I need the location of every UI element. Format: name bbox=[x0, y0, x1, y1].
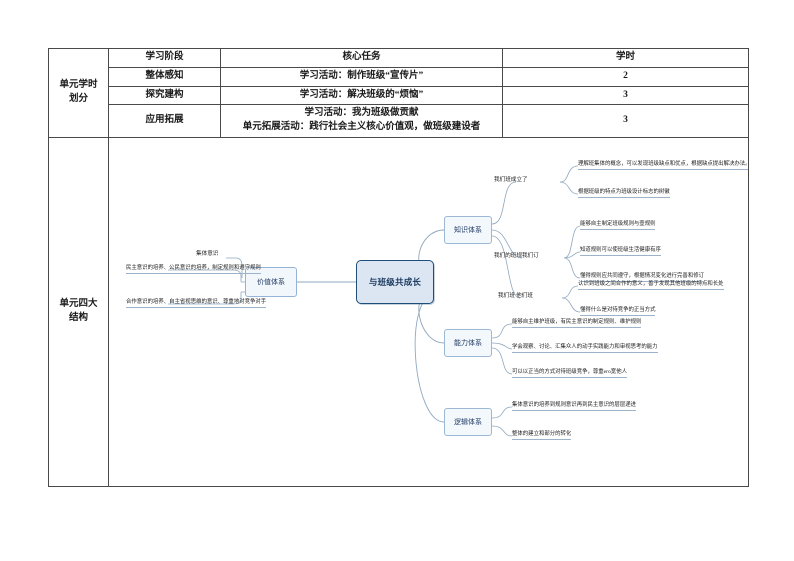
task-line: 学习活动：我为班级做贡献 bbox=[304, 108, 419, 119]
task-cell: 学习活动：我为班级做贡献 单元拓展活动：践行社会主义核心价值观，做班级建设者 bbox=[220, 104, 503, 138]
task-line: 单元拓展活动：践行社会主义核心价值观，做班级建设者 bbox=[242, 122, 481, 133]
mindmap-root-node[interactable]: 与班级共成长 bbox=[356, 260, 434, 304]
mindmap-leaf: 整体的建立和部分的转化 bbox=[512, 431, 572, 440]
mindmap-node-ability-system[interactable]: 能力体系 bbox=[444, 329, 492, 357]
table-row: 整体感知 学习活动：制作班级“宣传片” 2 bbox=[49, 66, 749, 87]
table-row: 探究建构 学习活动：解决班级的“烦恼” 3 bbox=[49, 85, 749, 106]
mindmap-leaf: 民主意识的培养、公民意识的培养，制定规则和遵守规则 bbox=[126, 265, 261, 274]
mindmap-leaf: 懂得什么是对待竞争的正当方式 bbox=[580, 307, 656, 316]
mindmap-caption-class-founded: 我们班成立了 bbox=[494, 177, 528, 183]
mindmap-leaf: 知道规则可以使班级生活健康有序 bbox=[580, 247, 661, 256]
mindmap-caption-our-class-their-class: 我们班 他们班 bbox=[498, 293, 533, 299]
header-task: 核心任务 bbox=[220, 48, 503, 68]
mindmap-leaf: 认识到班级之间合作的意义，善于发现其他班级的特点和长处 bbox=[578, 281, 724, 290]
header-stage: 学习阶段 bbox=[108, 48, 221, 68]
hours-cell: 3 bbox=[502, 104, 749, 138]
mindmap-leaf: 根据班级的特点为班级设计标志的树徽 bbox=[578, 189, 670, 198]
task-cell: 学习活动：解决班级的“烦恼” bbox=[220, 85, 503, 106]
table-structure-row: 单元四大 结构 bbox=[48, 136, 749, 487]
header-hours: 学时 bbox=[502, 48, 749, 68]
task-cell: 学习活动：制作班级“宣传片” bbox=[220, 66, 503, 87]
stage-cell: 整体感知 bbox=[108, 66, 221, 87]
mindmap-cell bbox=[108, 136, 749, 487]
mindmap-caption-class-rules: 我们的班规我们订 bbox=[494, 253, 539, 259]
stage-cell: 应用拓展 bbox=[108, 104, 221, 138]
mindmap-leaf: 集体意识的培养到规则意识再到民主意识的层层递进 bbox=[512, 402, 636, 411]
table-row: 应用拓展 学习活动：我为班级做贡献 单元拓展活动：践行社会主义核心价值观，做班级… bbox=[49, 104, 749, 138]
mindmap-connectors bbox=[168, 165, 581, 437]
mindmap-leaf: 懂得规则应共同遵守，根据情况变化进行完善和修订 bbox=[580, 273, 704, 282]
mindmap-leaf: 能够自主维护班级，有民主意识的制定规则、维护规则 bbox=[512, 319, 642, 328]
row-label-structure: 单元四大 结构 bbox=[48, 136, 109, 487]
stage-cell: 探究建构 bbox=[108, 85, 221, 106]
mindmap: 与班级共成长 价值体系 集体意识 民主意识的培养、公民意识的培养，制定规则和遵守… bbox=[108, 148, 748, 492]
hours-cell: 2 bbox=[502, 66, 749, 87]
unit-plan-table: 单元学时 划分 学习阶段 核心任务 学时 整体感知 学习活动：制作班级“宣传片”… bbox=[48, 48, 749, 487]
mindmap-leaf: 能够自主制定班级规则与壹规则 bbox=[580, 221, 656, 230]
mindmap-leaf: 理解班集体的概念，可以发现班级缺点和优点，根据缺点提出解决办法。 bbox=[578, 161, 748, 170]
mindmap-node-knowledge-system[interactable]: 知识体系 bbox=[444, 216, 492, 244]
table-header-row: 单元学时 划分 学习阶段 核心任务 学时 bbox=[48, 48, 749, 138]
mindmap-node-logic-system[interactable]: 逻辑体系 bbox=[444, 408, 492, 436]
mindmap-caption-collective-consciousness: 集体意识 bbox=[196, 251, 219, 257]
mindmap-node-value-system[interactable]: 价值体系 bbox=[245, 267, 297, 297]
mindmap-leaf: 学会观察、讨论、汇集众人的动手实践能力和审视思考的能力 bbox=[512, 344, 658, 353]
mindmap-leaf: 合作意识的培养、自主省视思维的意识、尊重地对竞争对手 bbox=[126, 299, 267, 308]
mindmap-leaf: 可以以正当的方式对待班级竞争，尊重его宽他人 bbox=[512, 369, 627, 378]
row-label-schedule: 单元学时 划分 bbox=[48, 48, 109, 138]
hours-cell: 3 bbox=[502, 85, 749, 106]
